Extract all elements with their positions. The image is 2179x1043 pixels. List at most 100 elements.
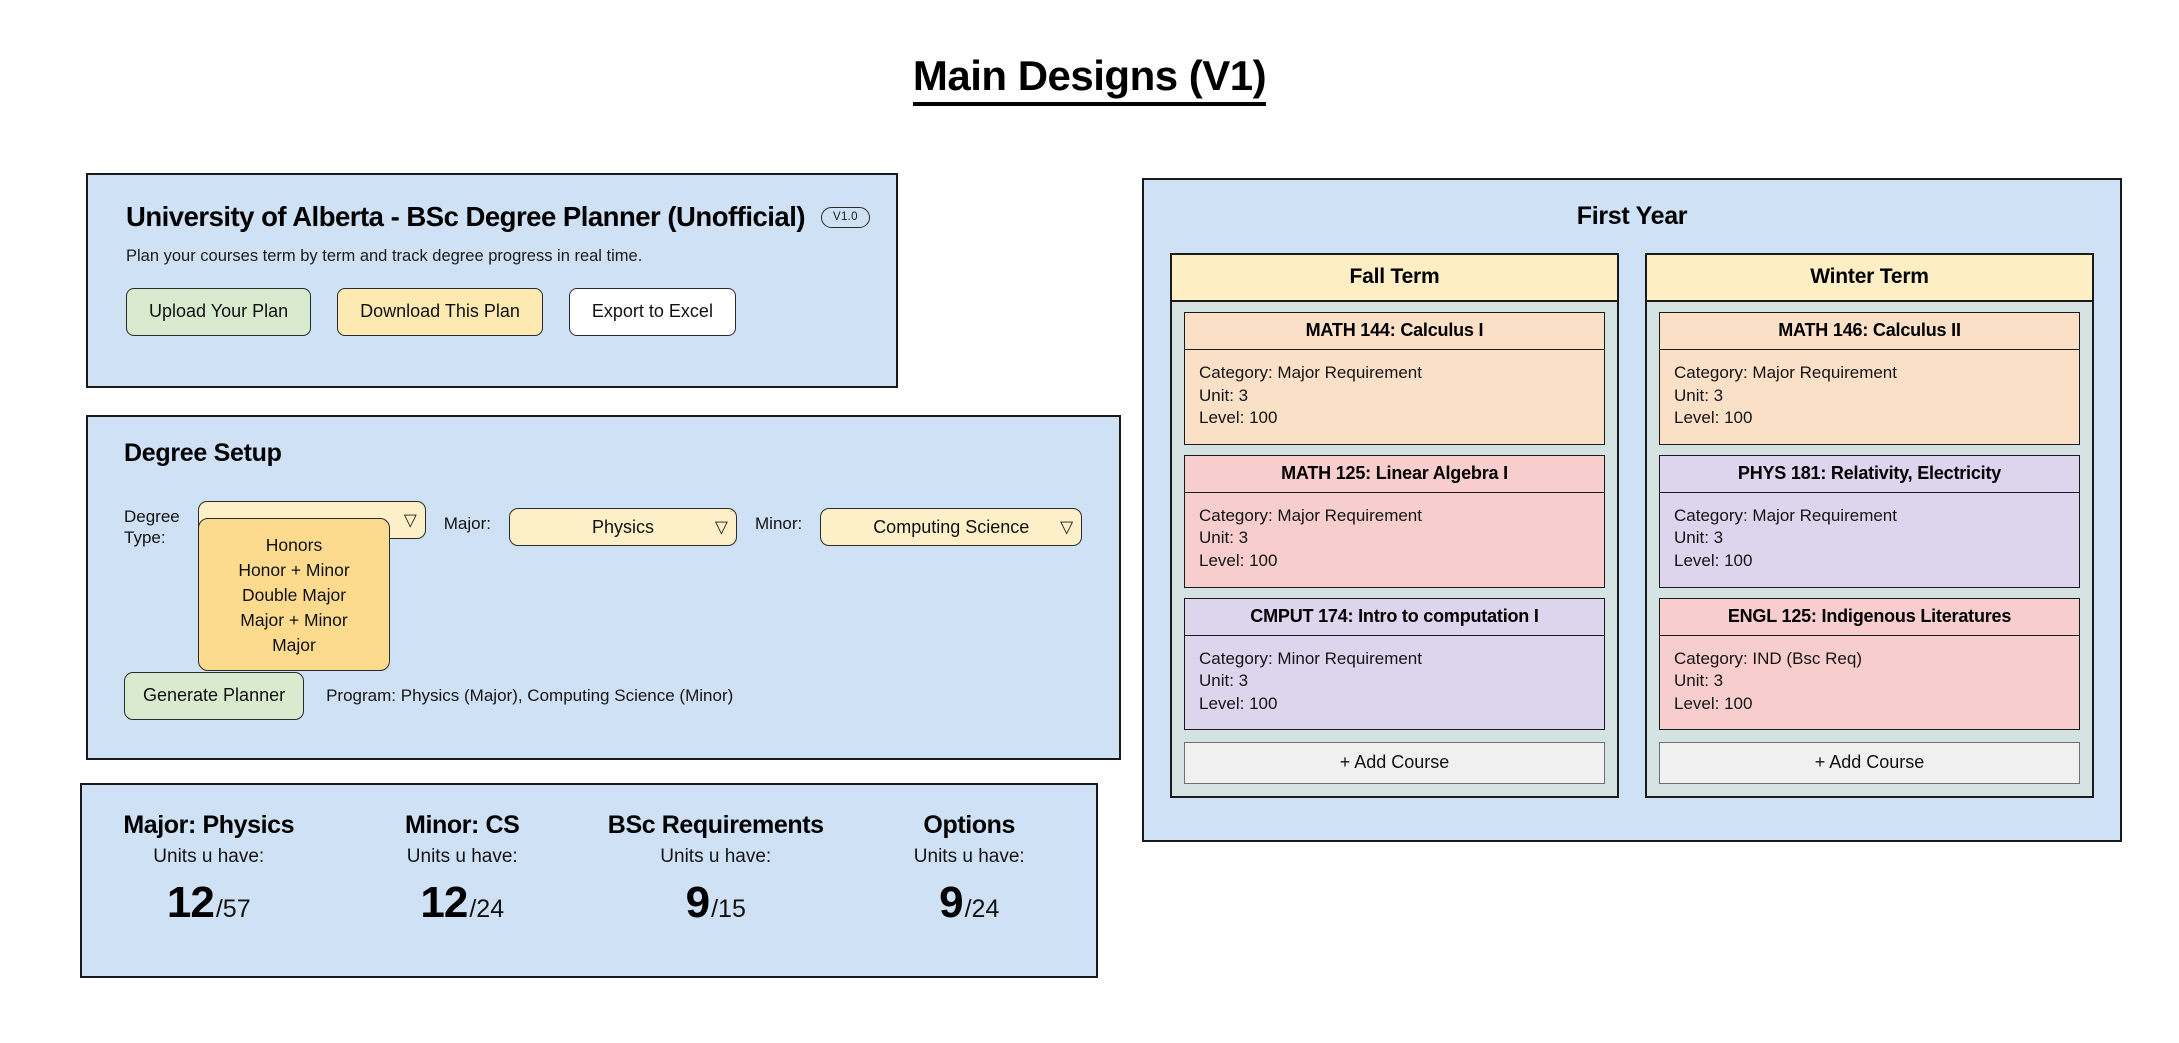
course-card-body: Category: Major Requirement Unit: 3 Leve… bbox=[1185, 493, 1604, 587]
stat-values: 9 /24 bbox=[849, 878, 1091, 928]
stat-units-have: 12 bbox=[420, 878, 468, 927]
stat-subtitle: Units u have: bbox=[153, 846, 265, 867]
course-category: Category: Major Requirement bbox=[1674, 363, 1897, 382]
degree-setup-fields: Degree Type: ▽ Major: Physics ▽ Minor: C… bbox=[124, 496, 1089, 671]
stat-units-total: /24 bbox=[964, 895, 1000, 923]
course-card-body: Category: IND (Bsc Req) Unit: 3 Level: 1… bbox=[1660, 636, 2079, 730]
course-card-title: MATH 125: Linear Algebra I bbox=[1185, 456, 1604, 493]
header-button-row: Upload Your Plan Download This Plan Expo… bbox=[126, 288, 866, 336]
course-card-title: MATH 144: Calculus I bbox=[1185, 313, 1604, 350]
term-header: Winter Term bbox=[1647, 255, 2092, 302]
add-course-button-winter[interactable]: + Add Course bbox=[1659, 742, 2080, 785]
generate-row: Generate Planner Program: Physics (Major… bbox=[124, 672, 733, 720]
stat-card-bsc-requirements: BSc Requirements Units u have: 9 /15 bbox=[589, 811, 843, 976]
stat-card-options: Options Units u have: 9 /24 bbox=[843, 811, 1097, 976]
major-select[interactable]: Physics ▽ bbox=[509, 508, 737, 546]
term-header: Fall Term bbox=[1172, 255, 1617, 302]
chevron-down-icon: ▽ bbox=[403, 510, 417, 530]
stat-title: BSc Requirements bbox=[607, 811, 824, 839]
course-card-body: Category: Major Requirement Unit: 3 Leve… bbox=[1660, 350, 2079, 444]
course-card[interactable]: PHYS 181: Relativity, Electricity Catego… bbox=[1659, 454, 2080, 588]
degree-setup-heading: Degree Setup bbox=[124, 439, 282, 467]
course-level: Level: 100 bbox=[1199, 693, 1278, 713]
minor-label: Minor: bbox=[755, 514, 803, 533]
degree-type-option-major[interactable]: Major bbox=[272, 635, 316, 655]
degree-type-option-honor-minor[interactable]: Honor + Minor bbox=[238, 560, 350, 580]
stat-units-total: /57 bbox=[215, 895, 251, 923]
stat-card-minor: Minor: CS Units u have: 12 /24 bbox=[336, 811, 590, 976]
progress-stats-panel: Major: Physics Units u have: 12 /57 Mino… bbox=[80, 783, 1098, 978]
course-category: Category: Minor Requirement bbox=[1199, 648, 1422, 668]
course-card[interactable]: ENGL 125: Indigenous Literatures Categor… bbox=[1659, 597, 2080, 731]
stat-values: 12 /24 bbox=[342, 878, 584, 928]
course-card-body: Category: Major Requirement Unit: 3 Leve… bbox=[1660, 493, 2079, 587]
export-to-excel-button[interactable]: Export to Excel bbox=[568, 288, 736, 336]
term-body: MATH 144: Calculus I Category: Major Req… bbox=[1172, 302, 1617, 796]
minor-select[interactable]: Computing Science ▽ bbox=[820, 508, 1083, 546]
stat-title: Options bbox=[923, 811, 1016, 839]
course-card[interactable]: MATH 125: Linear Algebra I Category: Maj… bbox=[1184, 454, 1605, 588]
terms-row: Fall Term MATH 144: Calculus I Category:… bbox=[1170, 253, 2094, 799]
course-card[interactable]: CMPUT 174: Intro to computation I Catego… bbox=[1184, 597, 1605, 731]
stat-units-have: 9 bbox=[685, 878, 711, 927]
app-header-panel: University of Alberta - BSc Degree Plann… bbox=[86, 173, 898, 388]
course-category: Category: Major Requirement bbox=[1199, 363, 1422, 382]
degree-type-option-major-minor[interactable]: Major + Minor bbox=[240, 610, 348, 630]
term-column-winter: Winter Term MATH 146: Calculus II Catego… bbox=[1645, 253, 2094, 799]
app-title: University of Alberta - BSc Degree Plann… bbox=[126, 201, 806, 232]
major-value: Physics bbox=[591, 516, 654, 537]
year-title: First Year bbox=[1576, 202, 1688, 230]
minor-value: Computing Science bbox=[873, 516, 1030, 537]
chevron-down-icon: ▽ bbox=[1060, 517, 1074, 537]
stat-subtitle: Units u have: bbox=[660, 846, 772, 867]
add-course-button-fall[interactable]: + Add Course bbox=[1184, 742, 1605, 785]
upload-your-plan-button[interactable]: Upload Your Plan bbox=[126, 288, 312, 336]
course-unit: Unit: 3 bbox=[1199, 671, 1249, 691]
course-unit: Unit: 3 bbox=[1674, 385, 1724, 405]
course-card-title: PHYS 181: Relativity, Electricity bbox=[1660, 456, 2079, 493]
stat-subtitle: Units u have: bbox=[406, 846, 518, 867]
program-summary: Program: Physics (Major), Computing Scie… bbox=[326, 686, 734, 705]
stat-units-total: /15 bbox=[711, 895, 746, 923]
generate-planner-button[interactable]: Generate Planner bbox=[124, 672, 305, 720]
stat-units-have: 12 bbox=[166, 878, 215, 927]
version-badge: V1.0 bbox=[821, 206, 870, 228]
course-card[interactable]: MATH 144: Calculus I Category: Major Req… bbox=[1184, 312, 1605, 445]
course-card-title: MATH 146: Calculus II bbox=[1660, 313, 2079, 350]
degree-type-option-double-major[interactable]: Double Major bbox=[241, 585, 347, 605]
course-category: Category: Major Requirement bbox=[1199, 505, 1422, 525]
course-unit: Unit: 3 bbox=[1674, 671, 1724, 691]
term-column-fall: Fall Term MATH 144: Calculus I Category:… bbox=[1170, 253, 1619, 799]
app-subtitle: Plan your courses term by term and track… bbox=[126, 247, 643, 265]
degree-setup-panel: Degree Setup Degree Type: ▽ Major: Physi… bbox=[86, 415, 1121, 760]
course-level: Level: 100 bbox=[1674, 693, 1753, 713]
app-title-row: University of Alberta - BSc Degree Plann… bbox=[126, 201, 870, 233]
course-unit: Unit: 3 bbox=[1199, 385, 1249, 405]
stat-units-have: 9 bbox=[939, 878, 964, 927]
page-title: Main Designs (V1) bbox=[0, 52, 2179, 106]
term-body: MATH 146: Calculus II Category: Major Re… bbox=[1647, 302, 2092, 796]
first-year-panel: First Year Fall Term MATH 144: Calculus … bbox=[1142, 178, 2122, 842]
stat-units-total: /24 bbox=[469, 895, 505, 923]
stat-card-major: Major: Physics Units u have: 12 /57 bbox=[82, 811, 336, 976]
degree-type-dropdown-menu[interactable]: Honors Honor + Minor Double Major Major … bbox=[198, 518, 390, 671]
course-card-title: CMPUT 174: Intro to computation I bbox=[1185, 599, 1604, 636]
course-card-body: Category: Major Requirement Unit: 3 Leve… bbox=[1185, 350, 1604, 444]
stat-title: Major: Physics bbox=[123, 811, 295, 839]
stat-values: 9 /15 bbox=[595, 878, 837, 928]
course-level: Level: 100 bbox=[1674, 408, 1753, 428]
course-unit: Unit: 3 bbox=[1199, 528, 1249, 548]
page-title-text: Main Designs (V1) bbox=[912, 52, 1267, 106]
course-category: Category: IND (Bsc Req) bbox=[1674, 648, 1862, 668]
download-this-plan-button[interactable]: Download This Plan bbox=[337, 288, 543, 336]
stat-title: Minor: CS bbox=[405, 811, 520, 839]
course-card-title: ENGL 125: Indigenous Literatures bbox=[1660, 599, 2079, 636]
course-level: Level: 100 bbox=[1199, 551, 1278, 571]
chevron-down-icon: ▽ bbox=[714, 517, 728, 537]
course-level: Level: 100 bbox=[1674, 551, 1753, 571]
course-card[interactable]: MATH 146: Calculus II Category: Major Re… bbox=[1659, 312, 2080, 445]
course-category: Category: Major Requirement bbox=[1674, 505, 1897, 525]
degree-type-option-honors[interactable]: Honors bbox=[265, 535, 323, 555]
major-label: Major: bbox=[443, 514, 491, 533]
course-level: Level: 100 bbox=[1199, 408, 1278, 428]
